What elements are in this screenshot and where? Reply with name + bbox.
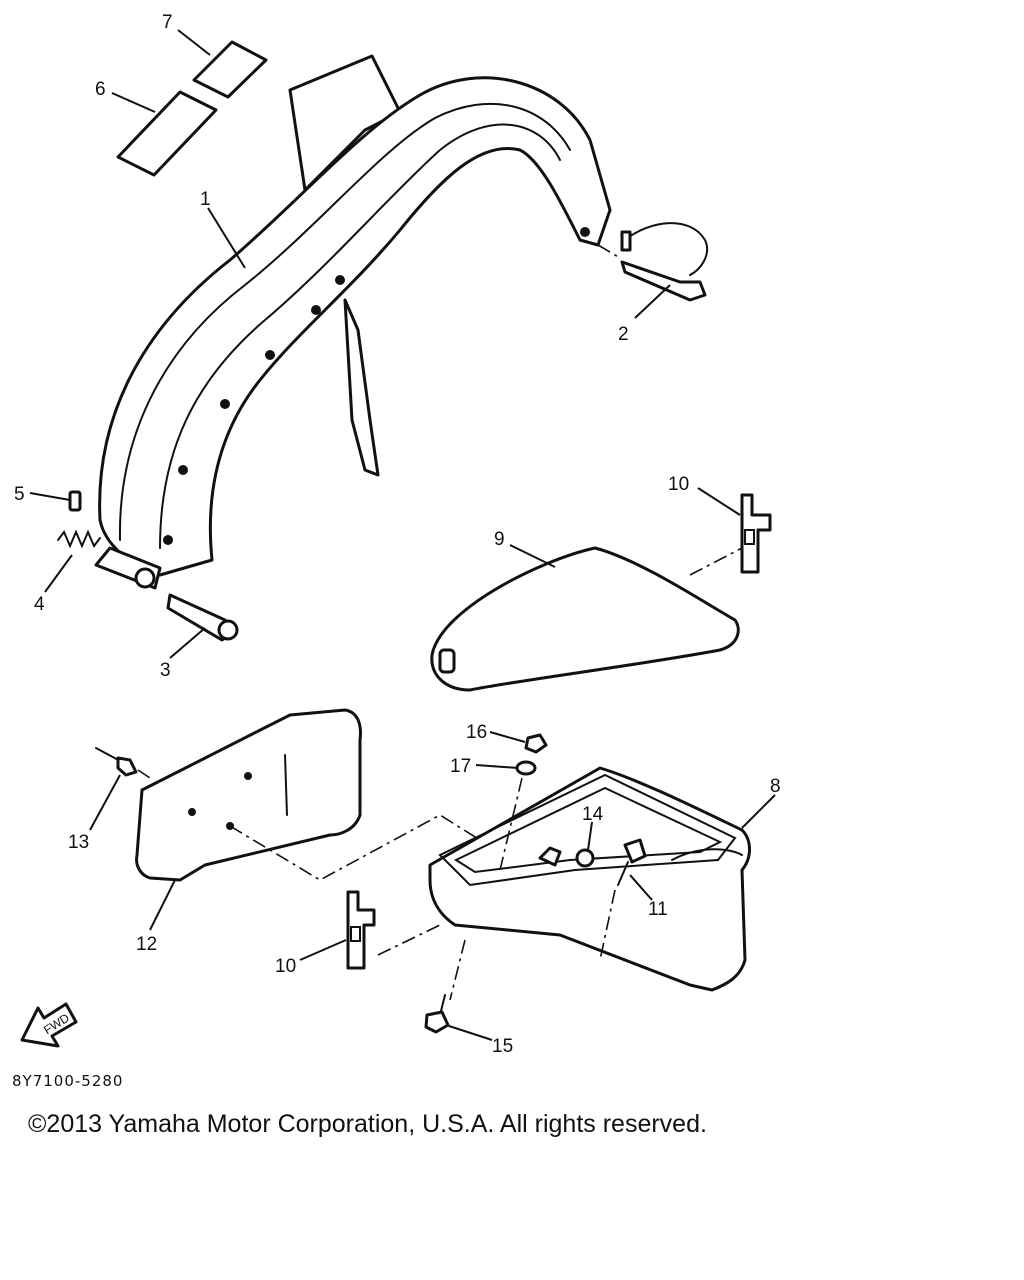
cover-hole [244, 772, 252, 780]
fender-hole [178, 465, 188, 475]
callout-1: 1 [200, 189, 211, 210]
callout-10-bottom: 10 [275, 956, 296, 977]
nut-16 [524, 733, 548, 754]
seat-pin [438, 648, 456, 674]
latch-clip [620, 230, 632, 252]
washer-17 [515, 760, 537, 776]
fender-hole [265, 350, 275, 360]
bolt-15 [424, 1010, 450, 1034]
bolt-11 [623, 838, 647, 864]
callout-3: 3 [160, 660, 171, 681]
fender-hole [220, 399, 230, 409]
fender-hole [335, 275, 345, 285]
fwd-arrow-icon: FWD [20, 1002, 78, 1048]
callout-9: 9 [494, 529, 505, 550]
callout-12: 12 [136, 934, 157, 955]
callout-13: 13 [68, 832, 89, 853]
fender-rib [159, 123, 561, 549]
bracket-slot [744, 529, 755, 545]
fender-lower-flap [343, 298, 380, 477]
callout-14: 14 [582, 804, 604, 825]
box-mount [538, 846, 562, 867]
callout-7: 7 [162, 12, 173, 33]
callout-2: 2 [618, 324, 629, 345]
fender-hole [311, 305, 321, 315]
hinge-knuckle [134, 567, 156, 589]
cover-hole [188, 808, 196, 816]
fender-hole [580, 227, 590, 237]
washer-14 [575, 848, 595, 868]
callout-4: 4 [34, 594, 45, 615]
seat-cushion [430, 546, 740, 692]
latch-rod [620, 260, 707, 302]
fender-main [98, 76, 612, 577]
callout-17: 17 [450, 756, 471, 777]
parts-diagram: FWD 7 6 1 2 3 4 5 8 9 10 10 11 12 13 14 … [14, 12, 781, 1057]
fender-hole [163, 535, 173, 545]
bracket-10-top [740, 493, 772, 574]
callout-6: 6 [95, 79, 106, 100]
decal-6 [116, 90, 218, 177]
callout-5: 5 [14, 484, 25, 505]
decal-7 [192, 40, 268, 99]
bracket-slot [350, 926, 361, 942]
fender-inner-lip [118, 102, 571, 541]
screw-13 [116, 756, 138, 777]
box-rim [438, 773, 737, 887]
box-rim-inner [453, 786, 723, 874]
side-cover [135, 708, 362, 882]
callout-11: 11 [648, 899, 668, 920]
spring [57, 529, 101, 549]
box-front-lip [671, 848, 743, 861]
callout-16: 16 [466, 722, 487, 743]
callout-15: 15 [492, 1036, 513, 1057]
latch-bracket [624, 222, 709, 276]
pivot-pin-head [217, 619, 239, 641]
diagram-reference-code: 8Y7100-5280 [12, 1072, 124, 1090]
bolt-5 [68, 490, 82, 512]
copyright-notice: ©2013 Yamaha Motor Corporation, U.S.A. A… [28, 1110, 707, 1138]
callout-8: 8 [770, 776, 781, 797]
storage-box [428, 766, 751, 992]
callout-10-top: 10 [668, 474, 689, 495]
